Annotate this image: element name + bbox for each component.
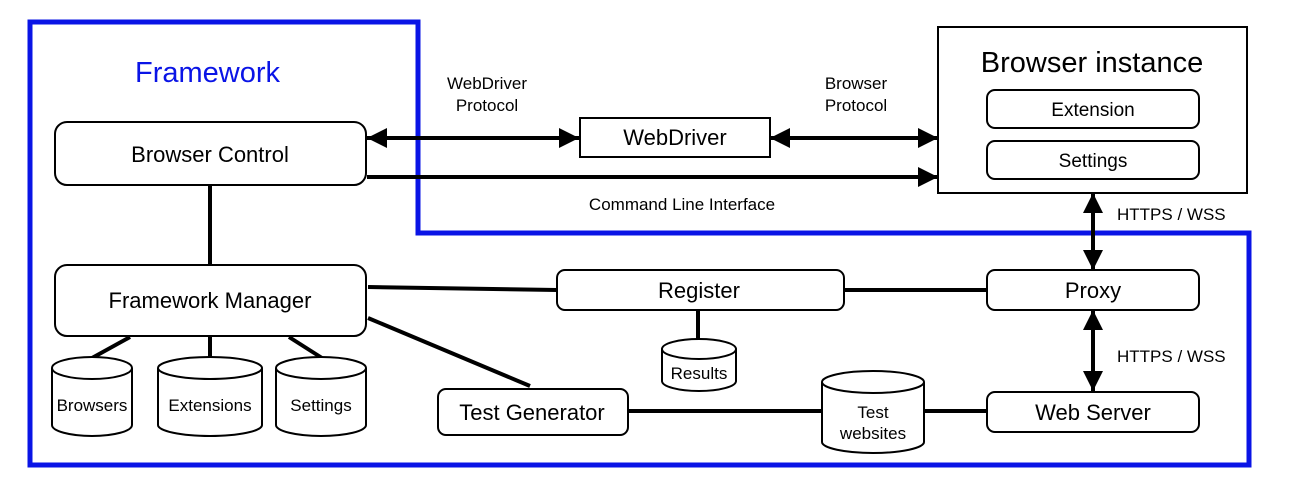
web-server-box (986, 391, 1200, 433)
cli-label: Command Line Interface (589, 195, 775, 214)
test-generator-box (437, 388, 629, 436)
proxy-label: Proxy (1065, 278, 1121, 303)
edge-frameworkmanager-register (367, 285, 558, 292)
webdriver-protocol-label-line2: Protocol (456, 96, 518, 115)
results-database (661, 338, 737, 392)
framework-boundary (27, 19, 1252, 468)
register-label: Register (658, 278, 740, 303)
browser-protocol-label-line2: Protocol (825, 96, 887, 115)
https-wss-label-bottom: HTTPS / WSS (1117, 347, 1226, 366)
extension-label: Extension (1051, 100, 1134, 121)
browser-protocol-label-line1: Browser (825, 74, 888, 93)
test-websites-label-line1: Test (857, 403, 888, 422)
web-server-label: Web Server (1035, 400, 1151, 425)
test-websites-database (821, 370, 925, 454)
register-box (556, 269, 845, 311)
edge-fm-browsers (91, 335, 131, 360)
browsers-database (51, 356, 133, 437)
browser-instance-title: Browser instance (981, 47, 1203, 79)
browser-settings-label: Settings (1059, 151, 1128, 172)
browser-control-label: Browser Control (131, 142, 289, 167)
results-database-label: Results (671, 364, 728, 383)
webdriver-protocol-label-line1: WebDriver (447, 74, 527, 93)
framework-manager-label: Framework Manager (109, 288, 312, 313)
extensions-database-label: Extensions (168, 396, 251, 415)
framework-title: Framework (135, 57, 281, 89)
settings-database-label: Settings (290, 396, 351, 415)
browser-control-box (54, 121, 367, 186)
extensions-database (157, 356, 263, 437)
framework-manager-box (54, 264, 367, 337)
test-generator-label: Test Generator (459, 400, 605, 425)
settings-database (275, 356, 367, 437)
webdriver-box (579, 117, 771, 158)
webdriver-label: WebDriver (623, 125, 727, 150)
edge-frameworkmanager-testgenerator (367, 316, 531, 388)
https-wss-label-top: HTTPS / WSS (1117, 205, 1226, 224)
browser-settings-box (986, 140, 1200, 180)
proxy-box (986, 269, 1200, 311)
extension-box (986, 89, 1200, 129)
browsers-database-label: Browsers (57, 396, 128, 415)
arrow-connectors (367, 128, 1103, 391)
test-websites-label-line2: websites (839, 424, 906, 443)
connectors (91, 186, 987, 413)
edge-fm-settings (287, 335, 324, 360)
